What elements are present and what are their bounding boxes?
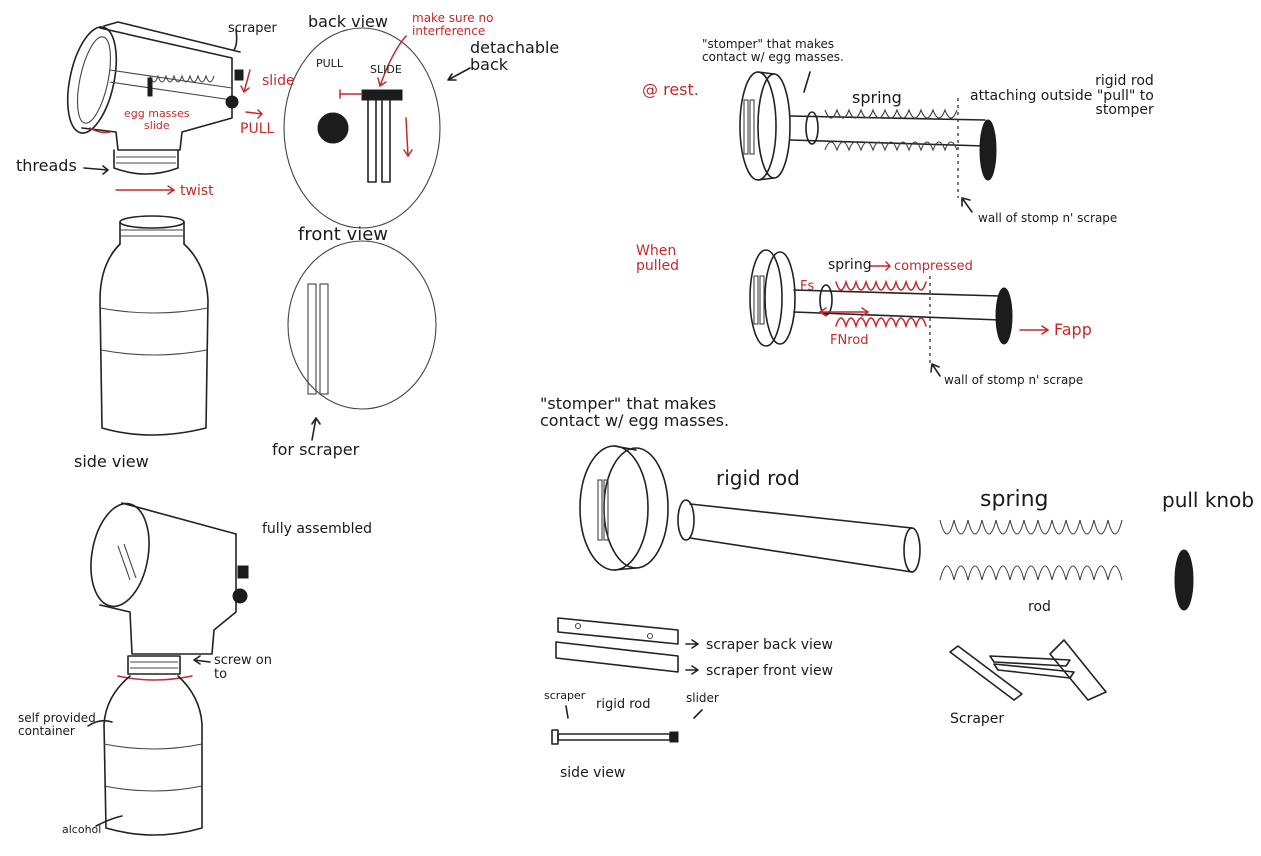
rod-side-view-drawing: [551, 705, 703, 745]
label-rod: rod: [1028, 599, 1051, 615]
label-slide-small: SLIDE: [370, 63, 402, 76]
label-make-sure-no-interference: make sure no interference: [412, 11, 494, 38]
label-threads: threads: [16, 156, 77, 175]
label-wall-rest: wall of stomp n' scrape: [978, 211, 1118, 225]
device-cutaway-drawing: [66, 21, 264, 195]
front-view-drawing: [287, 240, 437, 441]
label-scraper-top: scraper: [228, 21, 277, 36]
label-for-scraper: for scraper: [272, 440, 360, 459]
bottle-side-view-drawing: [99, 215, 209, 436]
label-self-provided-container: self provided container: [18, 711, 96, 738]
label-sv-scraper: scraper: [544, 689, 586, 702]
label-alcohol: alcohol: [62, 823, 102, 836]
back-view-drawing: [283, 27, 471, 229]
label-scraper-front-view: scraper front view: [706, 663, 834, 679]
label-spring-compressed-b: compressed: [894, 259, 973, 274]
label-when-pulled: When pulled: [636, 243, 680, 274]
label-spring-compressed-a: spring: [828, 257, 872, 273]
label-egg-masses-slide: egg masses slide: [124, 107, 190, 132]
fully-assembled-drawing: [87, 502, 249, 836]
scraper-pieces-drawing: [555, 617, 1107, 701]
stomper-pulled-drawing: [749, 249, 1050, 377]
label-rigid-rod: rigid rod: [716, 466, 800, 490]
label-sv-slider: slider: [686, 691, 719, 705]
label-fapp: Fapp: [1054, 320, 1092, 339]
label-fs: Fs: [800, 279, 815, 294]
label-slide-red: slide: [262, 73, 295, 89]
label-spring-rest: spring: [852, 88, 902, 107]
label-stomper-exploded: "stomper" that makes contact w/ egg mass…: [540, 394, 730, 430]
label-pull-small: PULL: [316, 57, 343, 70]
label-rigid-rod-attach: rigid rod attaching outside "pull" to st…: [970, 73, 1154, 119]
label-sideview: side view: [560, 765, 626, 781]
label-at-rest: @ rest.: [642, 80, 699, 99]
label-wall-pulled: wall of stomp n' scrape: [944, 373, 1084, 387]
exploded-stomper-drawing: [579, 445, 1194, 611]
label-spring-big: spring: [980, 487, 1049, 512]
label-pull-knob: pull knob: [1162, 488, 1255, 512]
label-scraper-piece: Scraper: [950, 711, 1005, 727]
label-screw-on-to: screw on to: [214, 653, 272, 682]
label-fully-assembled: fully assembled: [262, 521, 373, 537]
stomper-at-rest-drawing: [739, 71, 997, 213]
label-detachable-back: detachable back: [470, 38, 560, 74]
label-stomper-top: "stomper" that makes contact w/ egg mass…: [702, 37, 844, 64]
label-front-view: front view: [298, 224, 388, 245]
label-fnrod: FNrod: [830, 333, 869, 348]
label-side-view: side view: [74, 452, 149, 471]
label-scraper-back-view: scraper back view: [706, 637, 833, 653]
label-sv-rigid-rod: rigid rod: [596, 697, 651, 712]
label-twist: twist: [180, 183, 214, 199]
label-back-view: back view: [308, 12, 388, 31]
label-pull-red: PULL: [240, 121, 275, 137]
